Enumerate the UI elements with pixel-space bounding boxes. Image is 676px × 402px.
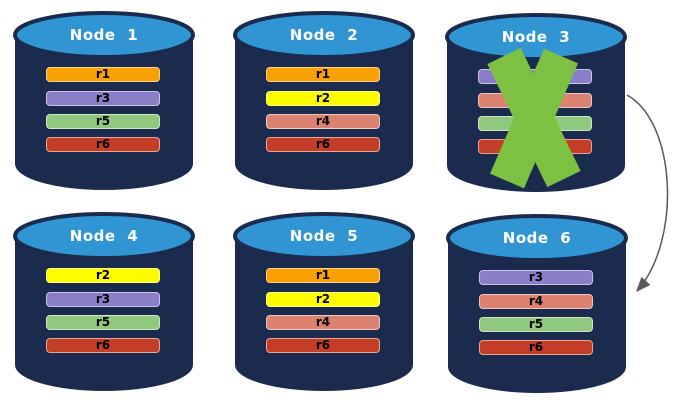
replica-bar: r6 [478,139,592,154]
replica-bar: r2 [266,91,380,106]
node-1: Node 1 r1 r3 r5 r6 [13,7,195,193]
replica-bar: r4 [266,315,380,330]
replica-bar: r4 [266,114,380,129]
replica-bar: r2 [266,292,380,307]
replica-bar: r6 [479,340,593,355]
node-title: Node 3 [501,28,571,46]
replica-bar: r4 [478,93,592,108]
node-4: Node 4 r2 r3 r5 r6 [13,208,195,394]
cylinder-top [446,214,628,262]
replica-bar: r4 [479,294,593,309]
node-title: Node 1 [69,26,139,44]
node-3: Node 3 r3 r4 r5 r6 [445,9,627,195]
replica-bar: r6 [266,338,380,353]
node-title: Node 4 [69,227,139,245]
replica-bar: r5 [479,317,593,332]
replica-bar: r3 [46,91,160,106]
node-title: Node 2 [289,26,359,44]
replica-bar: r2 [46,268,160,283]
failover-arrow [626,94,669,293]
replica-bar: r1 [266,67,380,82]
replica-bar: r5 [46,315,160,330]
node-title: Node 5 [289,227,359,245]
replica-bar: r1 [266,268,380,283]
replica-bar: r3 [479,270,593,285]
replica-bar: r3 [46,292,160,307]
replica-bar: r6 [46,338,160,353]
replica-bar: r6 [46,137,160,152]
cylinder-top [233,11,415,59]
replica-bar: r1 [46,67,160,82]
node-2: Node 2 r1 r2 r4 r6 [233,7,415,193]
node-5: Node 5 r1 r2 r4 r6 [233,208,415,394]
node-6: Node 6 r3 r4 r5 r6 [446,210,628,396]
replica-bar: r3 [478,69,592,84]
cylinder-top [233,212,415,260]
cylinder-top [13,11,195,59]
replica-bar: r6 [266,137,380,152]
node-title: Node 6 [502,229,572,247]
cylinder-top [13,212,195,260]
replica-bar: r5 [46,114,160,129]
replica-bar: r5 [478,116,592,131]
